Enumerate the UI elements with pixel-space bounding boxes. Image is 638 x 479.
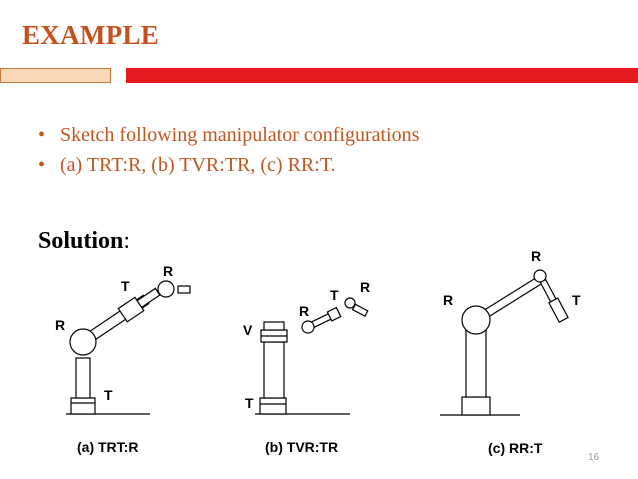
bullet-icon: • [38,124,46,146]
column-b [263,341,285,399]
solution-heading: Solution: [38,228,130,255]
bullet-text: (a) TRT:R, (b) TVR:TR, (c) RR:T. [60,154,336,176]
column-c [465,329,487,398]
label-b-elbow: R [299,303,309,319]
base-block-c [461,396,491,416]
label-a-wrist: R [163,263,173,279]
shoulder-joint-a [69,328,97,356]
wrist-slider-c [548,297,569,324]
label-a-shoulder: R [55,317,65,333]
caption-c: (c) RR:T [488,440,543,456]
caption-b: (b) TVR:TR [265,439,338,455]
decor-bar-right [126,68,638,83]
arm-slider-b [326,306,342,322]
label-c-shoulder: R [443,292,453,308]
base-block-a [70,397,96,415]
decor-bar-left [0,68,111,83]
wrist-joint-a [157,280,175,298]
bullet-text: Sketch following manipulator configurati… [60,124,420,146]
caption-a: (a) TRT:R [77,439,138,455]
diagram-a [66,280,191,415]
diagram-c [440,269,569,416]
wrist-joint-b [344,297,356,309]
bullet-item: • Sketch following manipulator configura… [38,120,419,150]
arm-tip-a [136,287,161,309]
bullet-icon: • [38,154,46,176]
label-b-vertical: V [243,322,253,338]
base-block-b [259,397,287,415]
page-number: 16 [588,452,600,463]
shoulder-joint-c [461,305,491,335]
label-c-elbow: R [531,248,541,264]
label-c-wrist: T [572,292,581,308]
solution-colon: : [123,228,131,254]
label-a-base: T [104,387,113,403]
solution-label: Solution [38,228,124,254]
label-b-base: T [245,395,254,411]
label-a-arm: T [121,278,130,294]
end-effector-b [351,303,369,318]
bullet-item: • (a) TRT:R, (b) TVR:TR, (c) RR:T. [38,150,419,180]
slide-title: EXAMPLE [22,20,160,50]
end-effector-a [177,285,191,294]
diagram-b [255,297,369,415]
label-b-wrist: R [360,279,370,295]
elbow-joint-b [301,320,315,334]
column-top-b [263,321,285,331]
label-b-arm: T [330,287,339,303]
bullet-list: • Sketch following manipulator configura… [38,120,419,180]
column-a [75,357,91,399]
